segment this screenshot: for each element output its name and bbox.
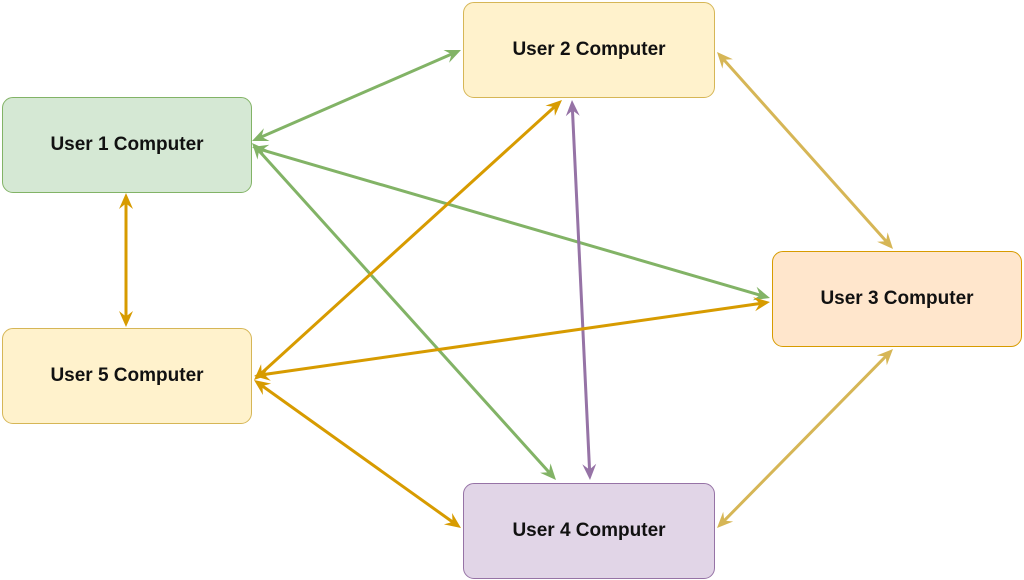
- arrowhead-user2-user3-end: [877, 232, 893, 249]
- arrowhead-user4-user5-start: [443, 513, 461, 528]
- arrowhead-user3-user5-end: [254, 366, 271, 381]
- arrowhead-user4-user5-end: [254, 380, 272, 395]
- arrowhead-user1-user4-start: [252, 143, 268, 160]
- arrowhead-user1-user5-start: [119, 193, 133, 209]
- node-user-2-computer[interactable]: User 2 Computer: [463, 2, 715, 98]
- edge-user2-user5: [260, 105, 556, 375]
- edge-user2-user3: [722, 58, 888, 243]
- arrowhead-user2-user4-end: [582, 463, 597, 480]
- arrowhead-user3-user5-start: [753, 297, 770, 312]
- arrowhead-user2-user4-start: [565, 100, 580, 117]
- arrowhead-user1-user2-start: [252, 128, 270, 141]
- edge-user4-user5: [261, 384, 454, 524]
- edge-user1-user2: [260, 52, 453, 139]
- arrowhead-user1-user5-end: [119, 311, 133, 327]
- node-user-3-computer[interactable]: User 3 Computer: [772, 251, 1022, 347]
- arrowhead-user3-user4-end: [717, 511, 734, 528]
- node-user-4-computer[interactable]: User 4 Computer: [463, 483, 715, 579]
- arrowhead-user2-user3-start: [717, 52, 733, 69]
- arrowhead-user1-user3-end: [752, 286, 770, 301]
- edge-user3-user5: [263, 302, 761, 376]
- edge-user3-user4: [723, 355, 887, 522]
- edge-user2-user4: [571, 109, 591, 471]
- arrowhead-user1-user4-end: [540, 463, 556, 480]
- arrowhead-user2-user5-start: [545, 100, 562, 116]
- edge-user1-user3: [261, 148, 761, 297]
- edge-user1-user4: [257, 149, 551, 474]
- arrowhead-user3-user4-start: [876, 349, 893, 366]
- node-user-1-computer[interactable]: User 1 Computer: [2, 97, 252, 193]
- node-user-5-computer[interactable]: User 5 Computer: [2, 328, 252, 424]
- arrowhead-user1-user2-end: [443, 50, 461, 63]
